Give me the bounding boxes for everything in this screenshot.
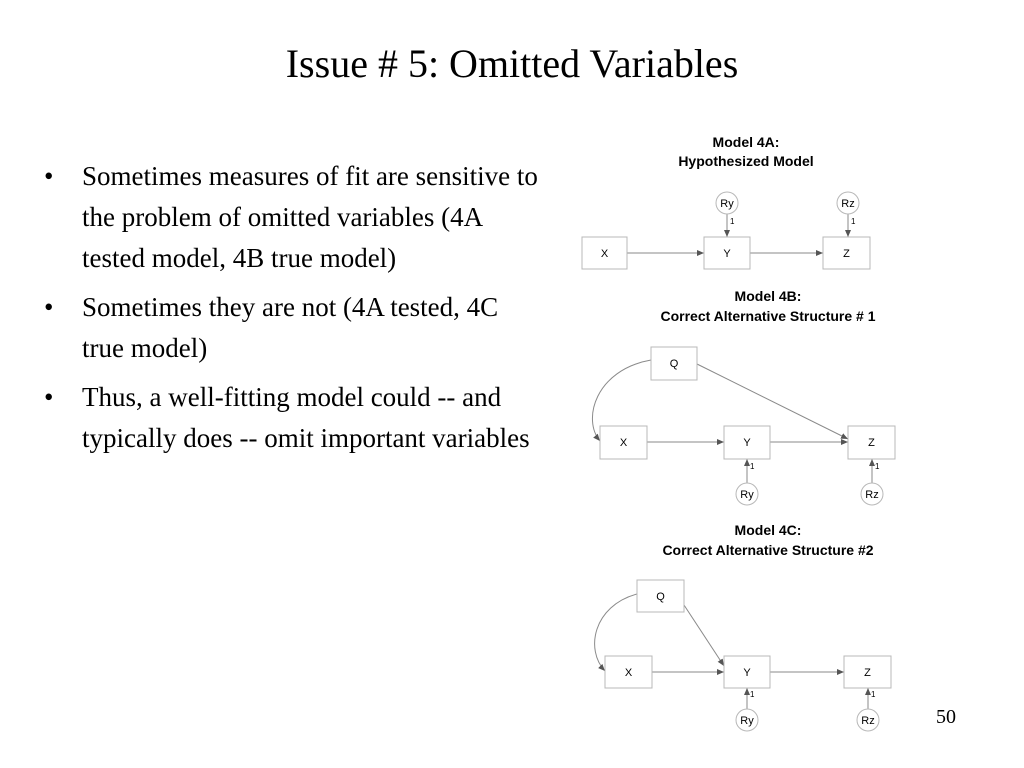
node-z bbox=[847, 425, 896, 460]
model-4b-diagram: Model 4B: Correct Alternative Structure … bbox=[592, 288, 896, 506]
node-rz bbox=[836, 191, 860, 215]
bullet-list: • Sometimes measures of fit are sensitive… bbox=[44, 156, 544, 467]
node-ry-label: Ry bbox=[720, 198, 734, 210]
node-rz bbox=[860, 482, 884, 506]
model-4a-title-line1: Model 4A: bbox=[713, 134, 780, 150]
slide-title: Issue # 5: Omitted Variables bbox=[285, 41, 739, 86]
edge-ry-y-label: 1 bbox=[750, 690, 755, 699]
node-ry bbox=[735, 482, 759, 506]
node-q-label: Q bbox=[656, 591, 665, 603]
model-4a-diagram: Model 4A: Hypothesized Model X Y Z Ry Rz… bbox=[581, 134, 871, 270]
node-z-label: Z bbox=[864, 667, 871, 679]
model-4a-title-line2: Hypothesized Model bbox=[678, 153, 813, 169]
edge-rz-z-label: 1 bbox=[851, 217, 856, 226]
edge-q-to-y bbox=[683, 604, 725, 667]
model-4c-diagram: Model 4C: Correct Alternative Structure … bbox=[594, 522, 892, 732]
node-rz-label: Rz bbox=[861, 715, 874, 727]
model-4b-title-line2: Correct Alternative Structure # 1 bbox=[661, 308, 876, 324]
node-y bbox=[703, 236, 751, 270]
node-x-label: X bbox=[601, 248, 609, 260]
bullet-icon: • bbox=[44, 292, 54, 322]
node-ry-label: Ry bbox=[740, 715, 754, 727]
edge-rz-z-label: 1 bbox=[871, 690, 876, 699]
edge-ry-y-label: 1 bbox=[750, 462, 755, 471]
node-ry bbox=[735, 708, 759, 732]
bullet-item: • Sometimes they are not (4A tested, 4C t… bbox=[44, 287, 544, 369]
node-x bbox=[581, 236, 628, 270]
node-y-label: Y bbox=[723, 248, 731, 260]
bullet-text: Thus, a well-fitting model could -- and … bbox=[82, 382, 530, 453]
edge-q-x-covariance bbox=[592, 359, 652, 442]
model-4c-title-line2: Correct Alternative Structure #2 bbox=[662, 542, 873, 558]
bullet-text: Sometimes they are not (4A tested, 4C tr… bbox=[82, 292, 499, 363]
node-y-label: Y bbox=[743, 437, 751, 449]
node-y bbox=[723, 655, 771, 689]
edge-rz-z-label: 1 bbox=[875, 462, 880, 471]
node-z-label: Z bbox=[868, 437, 875, 449]
edge-ry-y-label: 1 bbox=[730, 217, 735, 226]
node-x bbox=[604, 655, 653, 689]
edge-q-x-covariance bbox=[594, 593, 638, 672]
node-y bbox=[723, 425, 771, 460]
node-rz-label: Rz bbox=[841, 198, 854, 210]
model-4b-title-line1: Model 4B: bbox=[735, 288, 802, 304]
node-rz bbox=[856, 708, 880, 732]
bullet-text: Sometimes measures of fit are sensitive … bbox=[82, 161, 538, 273]
bullet-icon: • bbox=[44, 161, 54, 191]
model-4c-title-line1: Model 4C: bbox=[735, 522, 802, 538]
node-ry-label: Ry bbox=[740, 489, 754, 501]
node-q bbox=[636, 579, 685, 613]
node-ry bbox=[715, 191, 739, 215]
node-q-label: Q bbox=[670, 358, 679, 370]
node-rz-label: Rz bbox=[865, 489, 878, 501]
node-x-label: X bbox=[620, 437, 628, 449]
bullet-item: • Sometimes measures of fit are sensitive… bbox=[44, 156, 544, 279]
node-y-label: Y bbox=[743, 667, 751, 679]
node-x bbox=[599, 425, 648, 460]
node-z bbox=[822, 236, 871, 270]
node-x-label: X bbox=[625, 667, 633, 679]
bullet-icon: • bbox=[44, 382, 54, 412]
bullet-item: • Thus, a well-fitting model could -- and… bbox=[44, 377, 544, 459]
node-z bbox=[843, 655, 892, 689]
page-number: 50 bbox=[936, 706, 956, 728]
node-z-label: Z bbox=[843, 248, 850, 260]
edge-q-to-z bbox=[696, 363, 849, 440]
node-q bbox=[650, 346, 698, 381]
